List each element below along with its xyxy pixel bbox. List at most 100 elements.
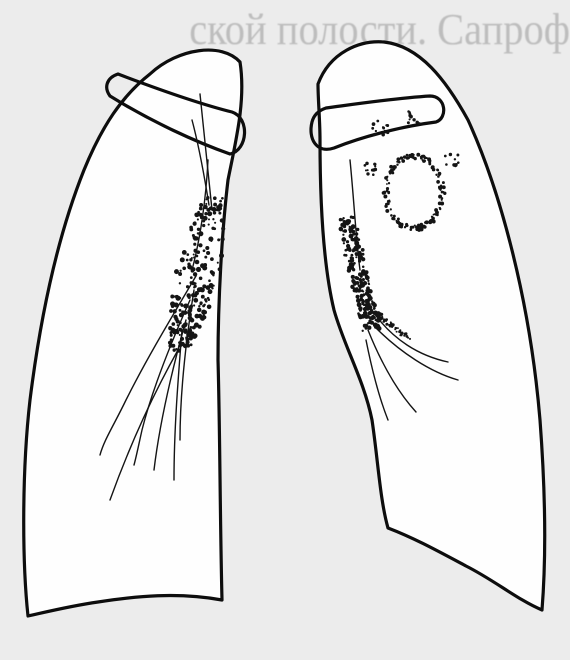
stipple-dot (197, 228, 200, 231)
stipple-dot (183, 344, 188, 349)
stipple-dot (201, 295, 205, 299)
stipple-dot (409, 338, 411, 340)
stipple-dot (178, 272, 182, 276)
stipple-dot (412, 118, 415, 121)
stipple-dot (442, 181, 445, 184)
stipple-dot (178, 344, 182, 348)
stipple-dot (180, 257, 185, 262)
stipple-dot (198, 305, 200, 307)
stipple-dot (426, 157, 428, 159)
stipple-dot (185, 336, 188, 339)
stipple-dot (390, 208, 392, 210)
stipple-dot (208, 236, 213, 241)
stipple-dot (218, 212, 221, 215)
stipple-dot (170, 301, 175, 306)
stipple-dot (361, 248, 365, 252)
stipple-dot (355, 253, 358, 256)
stipple-dot (457, 161, 460, 164)
stipple-dot (373, 133, 376, 136)
stipple-dot (351, 275, 355, 279)
stipple-dot (206, 251, 210, 255)
stipple-dot (208, 279, 211, 282)
stipple-dot (384, 176, 388, 180)
stipple-dot (190, 343, 193, 346)
stipple-dot (436, 169, 439, 172)
stipple-dot (204, 256, 207, 259)
stipple-dot (168, 341, 172, 345)
stipple-dot (346, 246, 351, 251)
stipple-dot (425, 220, 429, 224)
stipple-dot (174, 295, 177, 298)
stipple-dot (189, 308, 193, 312)
stipple-dot (361, 257, 365, 261)
stipple-dot (380, 314, 382, 316)
stipple-dot (343, 242, 345, 244)
stipple-dot (418, 225, 421, 228)
stipple-dot (397, 218, 400, 221)
stipple-dot (210, 257, 214, 261)
stipple-dot (179, 309, 182, 312)
stipple-dot (441, 199, 443, 201)
stipple-dot (386, 179, 388, 181)
stipple-dot (213, 196, 217, 200)
stipple-dot (377, 316, 380, 319)
stipple-dot (396, 331, 398, 333)
stipple-dot (354, 276, 358, 280)
stipple-dot (185, 322, 188, 325)
right-lung-fill (318, 42, 545, 610)
stipple-dot (370, 309, 373, 312)
stipple-dot (348, 260, 351, 263)
stipple-dot (422, 159, 426, 163)
stipple-dot (194, 236, 198, 240)
stipple-dot (367, 289, 370, 292)
stipple-dot (428, 159, 431, 162)
stipple-dot (178, 296, 180, 298)
stipple-dot (358, 284, 361, 287)
stipple-dot (374, 165, 376, 167)
stipple-dot (205, 203, 207, 205)
stipple-dot (221, 227, 225, 231)
stipple-dot (208, 224, 210, 226)
stipple-dot (387, 192, 390, 195)
stipple-dot (441, 202, 443, 204)
stipple-dot (382, 191, 386, 195)
stipple-dot (349, 226, 351, 228)
stipple-dot (349, 234, 354, 239)
stipple-dot (188, 316, 193, 321)
stipple-dot (435, 174, 437, 176)
stipple-dot (193, 256, 195, 258)
stipple-dot (345, 254, 348, 257)
stipple-dot (429, 219, 432, 222)
stipple-dot (358, 260, 361, 263)
stipple-dot (434, 213, 436, 215)
stipple-dot (217, 262, 219, 264)
stipple-dot (386, 124, 389, 127)
stipple-dot (358, 315, 362, 319)
stipple-dot (352, 280, 356, 284)
stipple-dot (199, 276, 203, 280)
stipple-dot (376, 120, 379, 123)
stipple-dot (408, 112, 411, 115)
stipple-dot (342, 230, 344, 232)
stipple-dot (372, 173, 375, 176)
stipple-dot (208, 218, 210, 220)
stipple-dot (410, 226, 413, 229)
stipple-dot (168, 326, 172, 330)
stipple-dot (443, 192, 446, 195)
stipple-dot (362, 278, 365, 281)
stipple-dot (212, 218, 214, 220)
stipple-dot (445, 163, 448, 166)
stipple-dot (171, 344, 175, 348)
stipple-dot (352, 248, 356, 252)
stipple-dot (217, 238, 220, 241)
stipple-dot (197, 232, 199, 234)
stipple-dot (197, 218, 199, 220)
stipple-dot (187, 263, 190, 266)
stipple-dot (439, 207, 441, 209)
stipple-dot (396, 157, 400, 161)
stipple-dot (197, 287, 202, 292)
stipple-dot (218, 267, 222, 271)
left-lung (24, 50, 245, 616)
stipple-dot (409, 118, 411, 120)
